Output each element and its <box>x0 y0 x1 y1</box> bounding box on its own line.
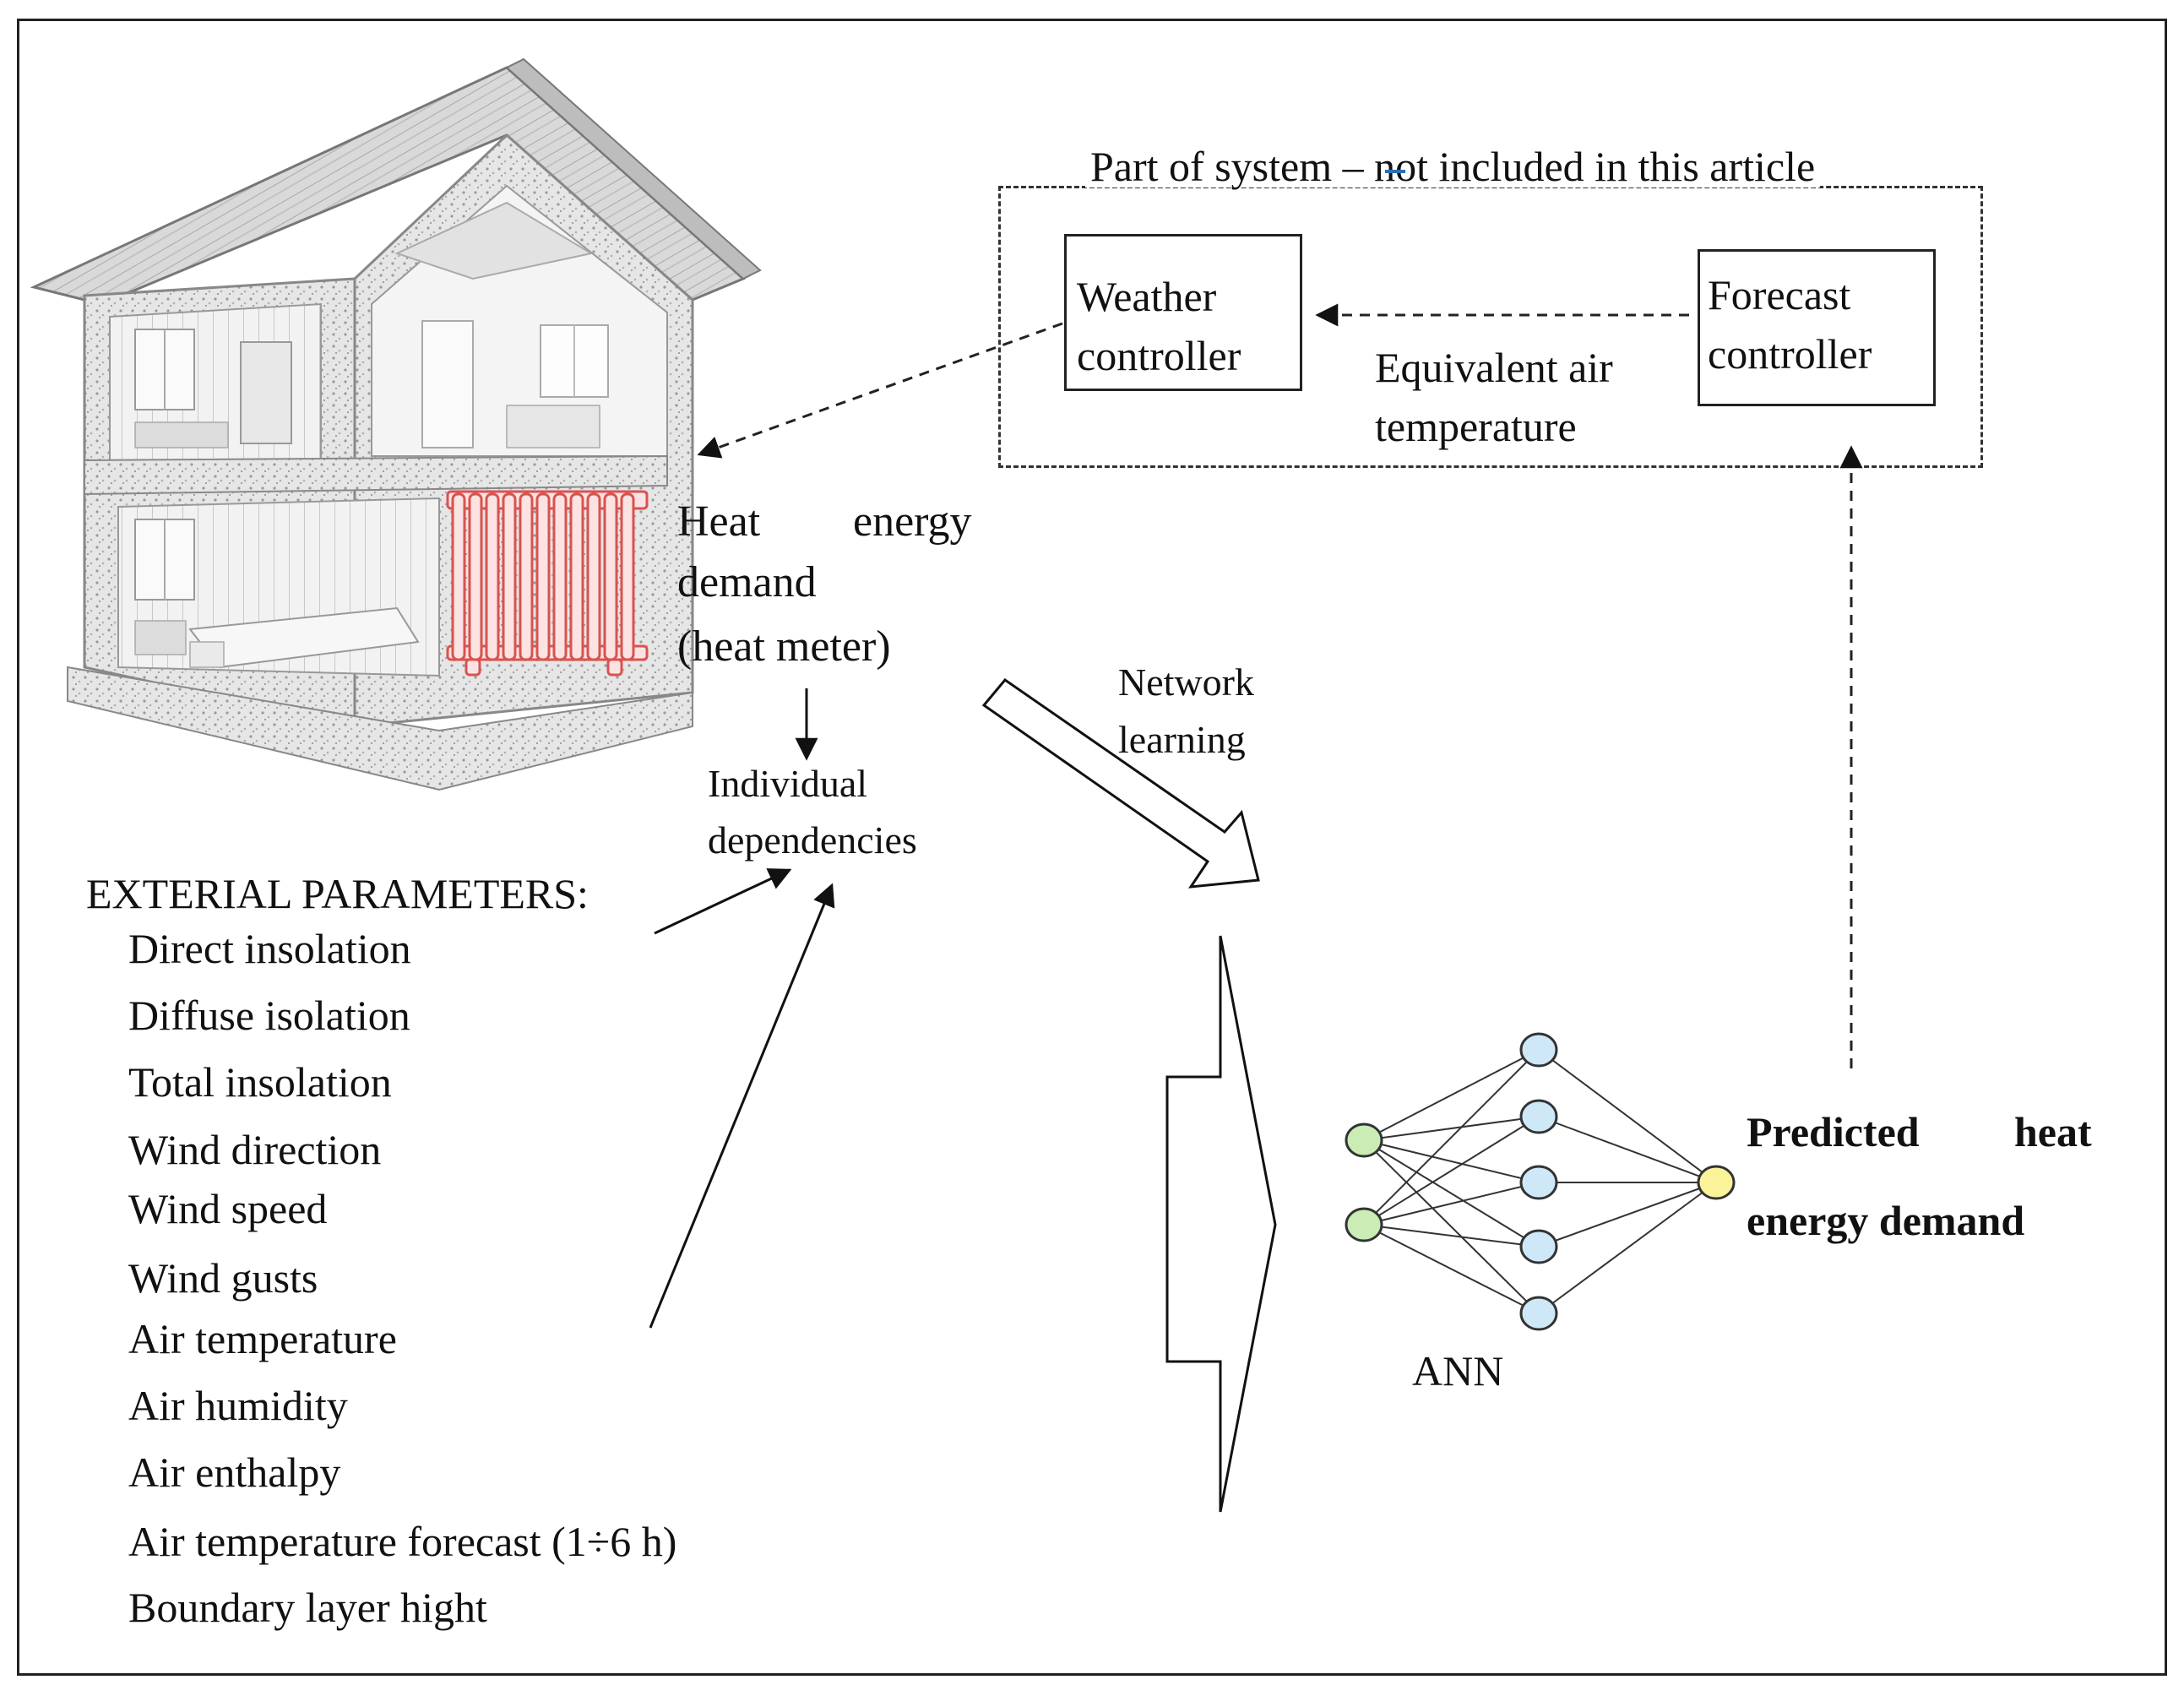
ann-hidden-node-3 <box>1519 1165 1558 1200</box>
ann-hidden-node-4 <box>1519 1229 1558 1264</box>
forecast-controller-box <box>1698 249 1936 406</box>
param-wind-gusts: Wind gusts <box>128 1254 318 1302</box>
heat-demand-meter: (heat meter) <box>677 622 891 671</box>
ann-output-node <box>1697 1165 1736 1200</box>
individual-dependencies-line1: Individual <box>708 762 868 805</box>
predicted-heat-word: heat <box>2014 1108 2092 1155</box>
ann-hidden-node-5 <box>1519 1296 1558 1331</box>
heat-demand-heat: Heat <box>677 497 761 546</box>
heat-demand-demand: demand <box>677 558 817 606</box>
param-diffuse-isolation: Diffuse isolation <box>128 992 410 1039</box>
system-part-title: Part of system – not included in this ar… <box>1085 143 1821 190</box>
forecast-controller-line1: Forecast <box>1708 271 1851 318</box>
arrow-weather-to-house <box>697 322 1063 459</box>
param-wind-speed: Wind speed <box>128 1185 328 1232</box>
ann-input-node-1 <box>1345 1123 1383 1158</box>
network-learning-line1: Network <box>1118 660 1254 704</box>
equivalent-air-line2: temperature <box>1375 403 1577 450</box>
param-wind-direction: Wind direction <box>128 1126 382 1173</box>
predicted-word: Predicted <box>1747 1108 1920 1155</box>
param-total-insolation: Total insolation <box>128 1058 392 1106</box>
ann-label: ANN <box>1412 1347 1504 1394</box>
ann-hidden-node-2 <box>1519 1099 1558 1134</box>
ann-hidden-node-1 <box>1519 1032 1558 1068</box>
heat-demand-energy: energy <box>853 497 972 546</box>
big-chevron-arrow <box>1165 935 1277 1513</box>
param-direct-insolation: Direct insolation <box>128 925 411 972</box>
network-learning-line2: learning <box>1118 718 1246 761</box>
param-air-temperature: Air temperature <box>128 1315 397 1362</box>
weather-controller-line2: controller <box>1077 332 1241 379</box>
predicted-line2: energy demand <box>1747 1197 2025 1244</box>
network-learning-arrow <box>981 677 1260 889</box>
figure-frame <box>17 19 2167 1676</box>
ann-input-node-2 <box>1345 1207 1383 1242</box>
individual-dependencies-line2: dependencies <box>708 818 917 862</box>
arrow-exterial-to-individual <box>654 868 792 935</box>
param-air-enthalpy: Air enthalpy <box>128 1449 341 1496</box>
exterial-heading: EXTERIAL PARAMETERS: <box>86 870 589 917</box>
system-part-title-text: Part of system – not included in this ar… <box>1090 143 1816 190</box>
weather-controller-box <box>1064 234 1302 391</box>
param-air-temperature-forecast: Air temperature forecast (1÷6 h) <box>128 1518 677 1565</box>
arrow-params-to-individual <box>649 883 835 1329</box>
forecast-controller-line2: controller <box>1708 330 1872 378</box>
weather-controller-line1: Weather <box>1077 273 1217 320</box>
param-boundary-layer-hight: Boundary layer hight <box>128 1584 487 1631</box>
param-air-humidity: Air humidity <box>128 1382 348 1429</box>
ann-edges <box>1363 1049 1717 1314</box>
equivalent-air-line1: Equivalent air <box>1375 344 1613 391</box>
